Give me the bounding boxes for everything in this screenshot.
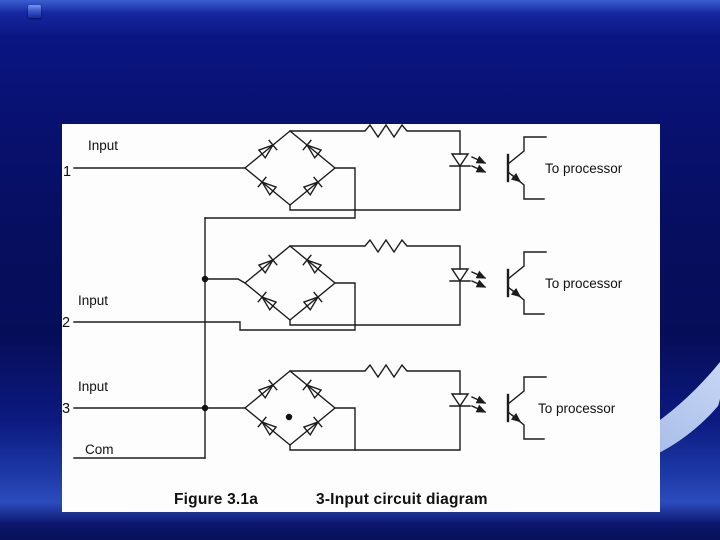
input-2-wire [73,282,356,331]
channel-3-return-wire [334,407,356,451]
output-label-1: To processor [545,161,623,176]
channel-2-circuit [245,240,546,325]
input-label-3: Input [78,379,108,394]
slide-bullet-icon [28,5,41,18]
circuit-panel: Input 1 To processor Input 2 To processo… [62,124,660,512]
figure-caption-number: Figure 3.1a [174,491,258,508]
output-label-2: To processor [545,276,623,291]
circuit-diagram: Input 1 To processor Input 2 To processo… [62,124,623,508]
junction-dot [201,404,209,412]
input-label-1: Input [88,138,118,153]
com-label: Com [85,442,114,457]
terminal-2: 2 [62,315,70,331]
terminal-3: 3 [62,401,70,417]
channel-1-return-wire [204,167,356,219]
junction-dot [201,275,209,283]
terminal-1: 1 [63,164,71,180]
channel-3-circuit [245,365,546,450]
junction-dot [285,413,293,421]
input-label-2: Input [78,293,108,308]
figure-caption-title: 3-Input circuit diagram [316,491,488,508]
output-label-3: To processor [538,401,616,416]
channel-1-circuit [245,125,546,210]
channel-2-bus-tap-wire [204,278,246,284]
